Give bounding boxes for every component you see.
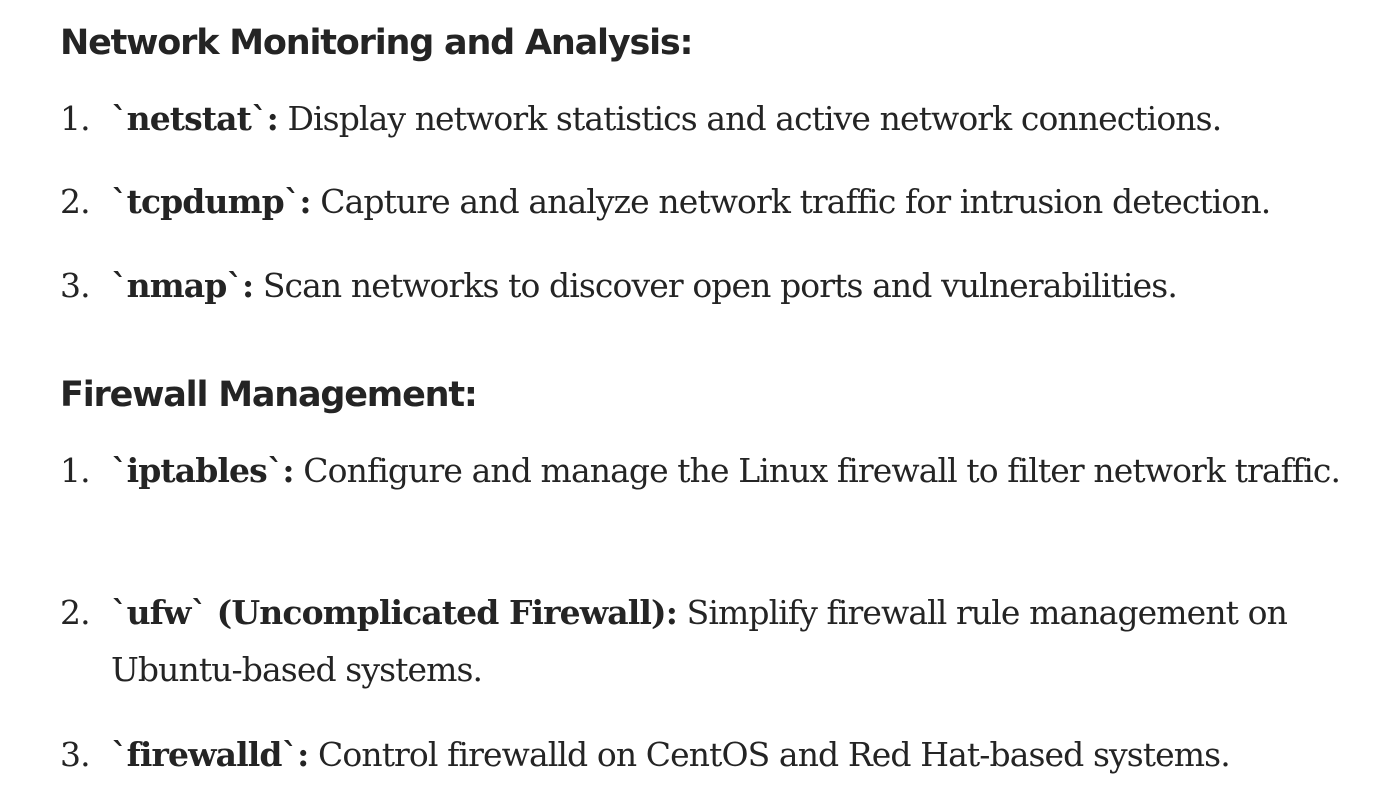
list-item-nmap: 3. `nmap`: Scan networks to discover ope… bbox=[60, 257, 1350, 314]
list-item-number: 2. bbox=[60, 182, 91, 221]
command-term: `netstat`: bbox=[111, 99, 279, 138]
list-item-netstat: 1. `netstat`: Display network statistics… bbox=[60, 90, 1350, 147]
command-term: `nmap`: bbox=[111, 266, 254, 305]
command-description: Configure and manage the Linux firewall … bbox=[293, 451, 1341, 490]
command-term: `iptables`: bbox=[111, 451, 295, 490]
list-item-number: 3. bbox=[60, 266, 91, 305]
list-item-number: 1. bbox=[60, 451, 91, 490]
list-item-ufw: 2. `ufw` (Uncomplicated Firewall): Simpl… bbox=[60, 584, 1350, 698]
command-term: `ufw` (Uncomplicated Firewall): bbox=[111, 593, 678, 632]
section-heading-firewall-management: Firewall Management: bbox=[60, 375, 478, 415]
command-description: Scan networks to discover open ports and… bbox=[253, 266, 1178, 305]
command-description: Capture and analyze network traffic for … bbox=[310, 182, 1271, 221]
list-item-number: 1. bbox=[60, 99, 91, 138]
command-description: Simplify firewall rule management on Ubu… bbox=[111, 593, 1288, 689]
list-item-firewalld: 3. `firewalld`: Control firewalld on Cen… bbox=[60, 726, 1350, 783]
list-item-number: 3. bbox=[60, 735, 91, 774]
list-item-number: 2. bbox=[60, 593, 91, 632]
list-item-tcpdump: 2. `tcpdump`: Capture and analyze networ… bbox=[60, 173, 1350, 230]
section-heading-network-monitoring: Network Monitoring and Analysis: bbox=[60, 23, 694, 63]
list-item-iptables: 1. `iptables`: Configure and manage the … bbox=[60, 442, 1350, 499]
command-term: `firewalld`: bbox=[111, 735, 309, 774]
command-description: Control firewalld on CentOS and Red Hat-… bbox=[308, 735, 1231, 774]
command-term: `tcpdump`: bbox=[111, 182, 312, 221]
command-description: Display network statistics and active ne… bbox=[277, 99, 1222, 138]
